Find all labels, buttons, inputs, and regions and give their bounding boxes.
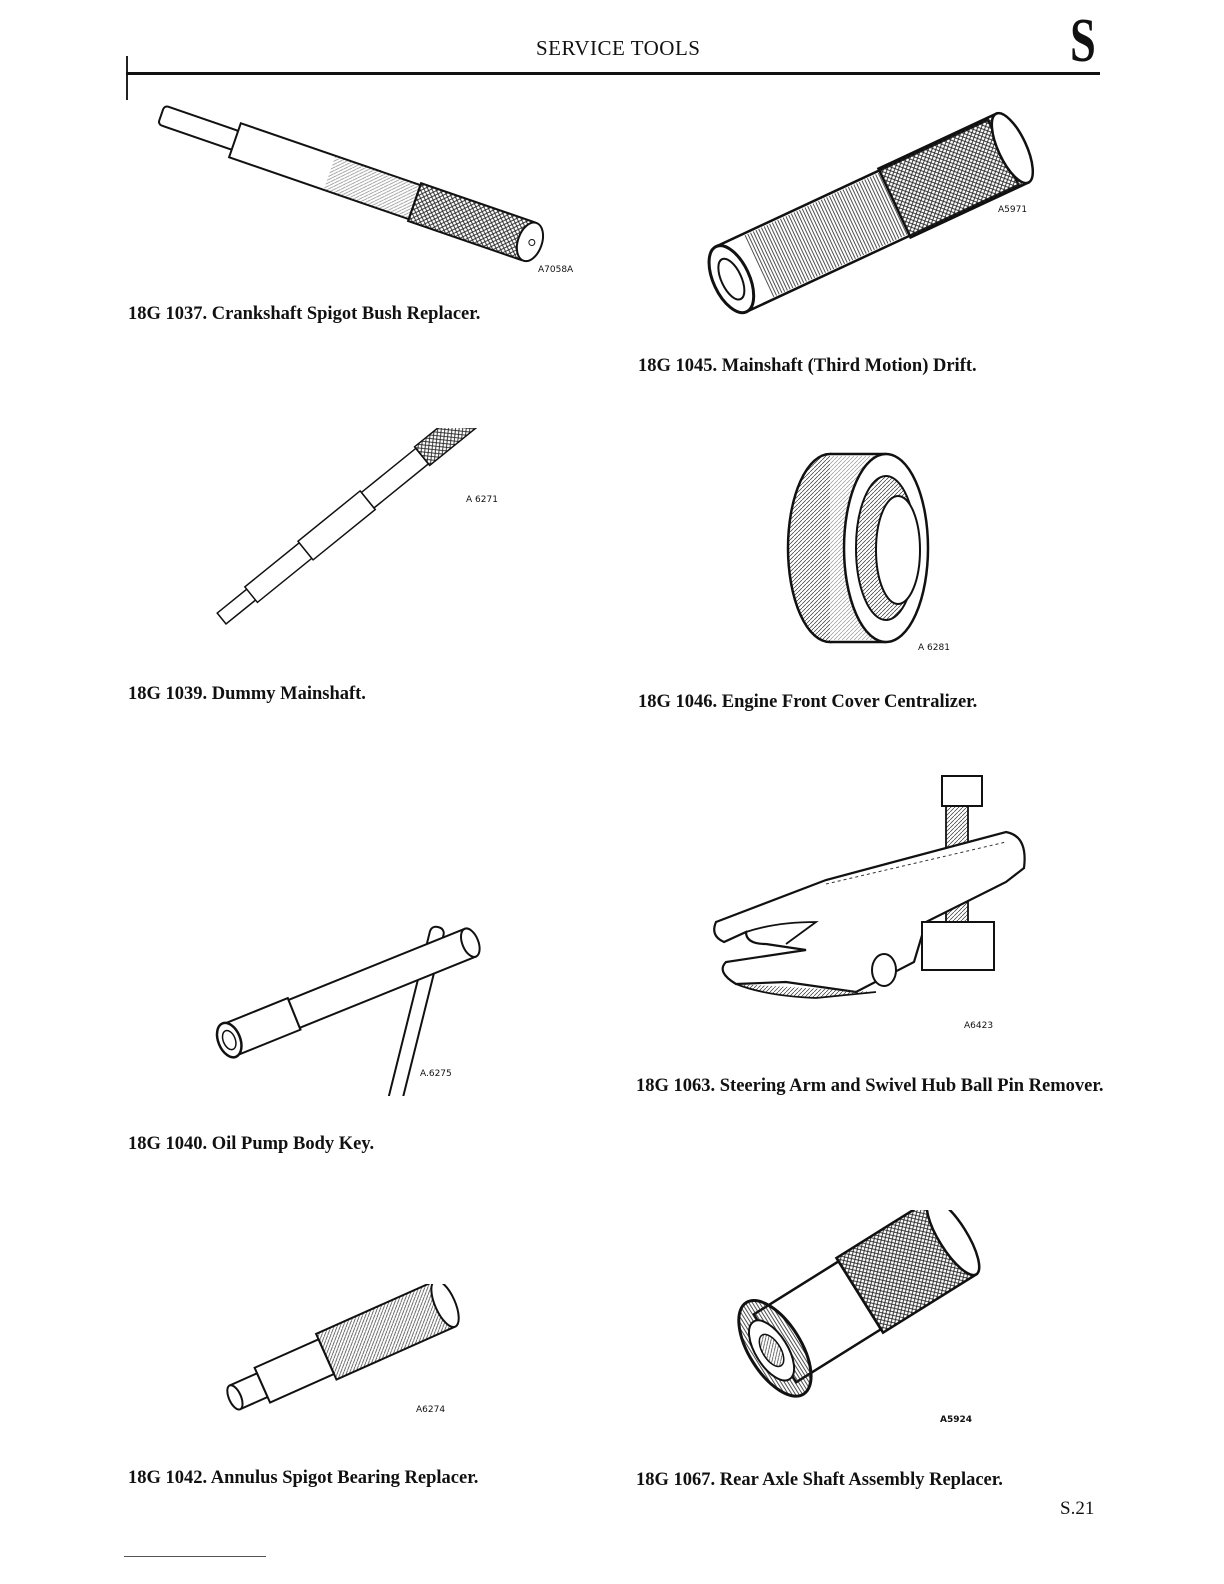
tool-caption: 18G 1063. Steering Arm and Swivel Hub Ba… <box>636 1076 1104 1096</box>
page-title: SERVICE TOOLS <box>536 36 701 60</box>
figure-code: A 6281 <box>918 643 950 653</box>
tool-caption: 18G 1042. Annulus Spigot Bearing Replace… <box>128 1468 479 1488</box>
figure-code: A5971 <box>998 205 1027 215</box>
tool-caption: 18G 1040. Oil Pump Body Key. <box>128 1134 375 1154</box>
crankshaft-spigot-bush-replacer-illustration: A7058A <box>158 105 574 275</box>
annulus-spigot-bearing-replacer-illustration: A6274 <box>226 1284 460 1415</box>
figure-code: A7058A <box>538 265 574 275</box>
footer-rule <box>124 1556 266 1557</box>
oil-pump-body-key-illustration: A.6275 <box>215 925 481 1096</box>
tool-caption: 18G 1039. Dummy Mainshaft. <box>128 684 366 704</box>
header-rule <box>126 72 1100 75</box>
ball-pin-remover-illustration: A6423 <box>713 775 1026 1031</box>
tool-caption: 18G 1045. Mainshaft (Third Motion) Drift… <box>638 356 977 376</box>
figure-code: A5924 <box>940 1415 972 1425</box>
figure-code: A6423 <box>964 1021 993 1031</box>
dummy-mainshaft-illustration: A 6271 <box>216 428 498 626</box>
mainshaft-drift-illustration: A5971 <box>707 111 1035 315</box>
engine-front-cover-centralizer-illustration: A 6281 <box>786 452 950 653</box>
tool-caption: 18G 1067. Rear Axle Shaft Assembly Repla… <box>636 1470 1003 1490</box>
page-number: S.21 <box>1060 1498 1095 1519</box>
figure-code: A6274 <box>416 1405 445 1415</box>
figure-code: A.6275 <box>420 1069 452 1079</box>
tool-caption: 18G 1037. Crankshaft Spigot Bush Replace… <box>128 304 481 324</box>
figure-code: A 6271 <box>466 495 498 505</box>
margin-mark <box>126 56 128 100</box>
section-letter: S <box>1070 7 1096 75</box>
rear-axle-shaft-replacer-illustration: A5924 <box>737 1210 981 1425</box>
tool-caption: 18G 1046. Engine Front Cover Centralizer… <box>638 692 978 712</box>
